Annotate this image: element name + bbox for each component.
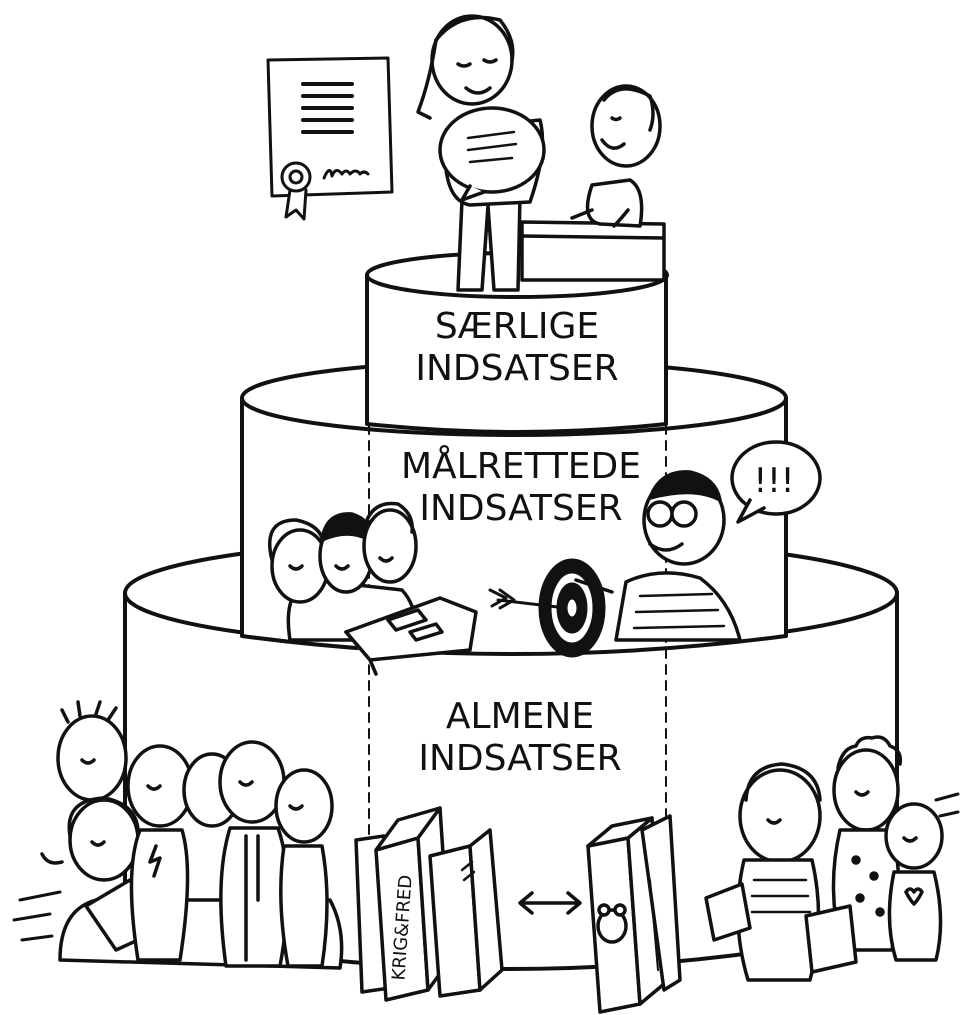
double-arrow-icon bbox=[518, 891, 582, 915]
top-tier-body bbox=[365, 273, 668, 434]
book-stack-right bbox=[586, 814, 682, 1014]
open-box-table bbox=[344, 596, 478, 676]
bottom-tier-label-line2: INDSATSER bbox=[418, 738, 621, 779]
middle-tier-label-line1: MÅLRETTEDE bbox=[401, 444, 641, 487]
group-of-three-people bbox=[267, 501, 418, 642]
top-tier-label-line1: SÆRLIGE bbox=[435, 306, 599, 347]
middle-tier-label-line2: INDSATSER bbox=[419, 488, 622, 529]
children-group-left bbox=[12, 700, 344, 970]
man-with-glasses bbox=[574, 470, 742, 642]
speech-bubble bbox=[730, 440, 822, 524]
certificate-icon bbox=[266, 56, 394, 221]
target-icon bbox=[538, 558, 606, 658]
speech-bubble-text: !!! bbox=[754, 461, 795, 501]
woman-with-speech-bubble bbox=[416, 14, 546, 292]
top-tier-label-line2: INDSATSER bbox=[415, 348, 618, 389]
children-group-right bbox=[704, 735, 960, 982]
book-stack-left bbox=[354, 806, 504, 1002]
boy-at-desk bbox=[520, 84, 666, 282]
speech-bubble-shape bbox=[438, 106, 546, 194]
bottom-tier-label-line1: ALMENE bbox=[446, 696, 594, 737]
arrow-icon bbox=[488, 588, 568, 610]
